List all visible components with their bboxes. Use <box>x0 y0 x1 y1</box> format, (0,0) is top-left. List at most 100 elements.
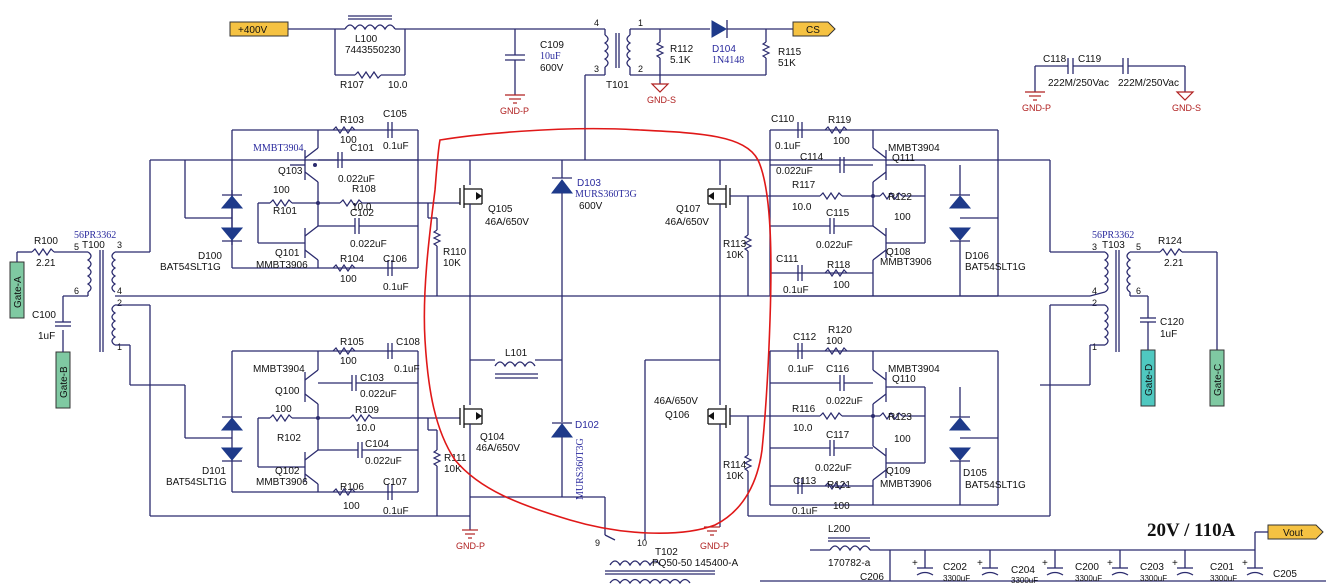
r107-value: 10.0 <box>388 80 408 91</box>
c206-plus: + <box>912 558 918 569</box>
right-gate-drive: C110 0.1uF R119 100 MMBT3904 Q111 C114 0… <box>720 114 1225 517</box>
r118-resistor <box>824 268 848 278</box>
c204-ref: C204 <box>1011 565 1035 576</box>
c103-ref: C103 <box>360 373 384 384</box>
q106-ref: Q106 <box>665 410 690 421</box>
c109-voltage: 600V <box>540 63 564 74</box>
c102-ref: C102 <box>350 208 374 219</box>
vin-port-label: +400V <box>238 25 268 36</box>
c203-plus: + <box>1107 558 1113 569</box>
t102-primary <box>609 560 661 567</box>
r116-ref: R116 <box>792 404 816 415</box>
t101-secondary <box>626 34 632 68</box>
l200-ref: L200 <box>828 524 851 535</box>
cs-port <box>792 21 836 37</box>
r117-ref: R117 <box>792 180 816 191</box>
r118-value: 100 <box>833 280 850 291</box>
r108-value: 10.0 <box>352 202 372 213</box>
r102-resistor <box>269 413 293 423</box>
d106-diode-a <box>948 195 972 209</box>
d100-diode-b <box>220 227 244 241</box>
t100-value: 56PR3362 <box>74 230 116 241</box>
r110-ref: R110 <box>443 247 467 258</box>
c119-ref: C119 <box>1078 54 1102 65</box>
q105-ref: Q105 <box>488 204 513 215</box>
c115-ref: C115 <box>826 208 850 219</box>
c105-ref: C105 <box>383 109 407 120</box>
l100-inductor <box>344 24 396 31</box>
r112-resistor <box>655 41 665 59</box>
r110-value: 10K <box>443 258 461 269</box>
t101-pin2: 2 <box>638 64 643 74</box>
l101-ref: L101 <box>505 348 528 359</box>
q111-ref: Q111 <box>892 153 915 164</box>
c202-ref: C202 <box>943 562 967 573</box>
d106-value: BAT54SLT1G <box>965 262 1026 273</box>
r124-ref: R124 <box>1158 236 1182 247</box>
c107-value: 0.1uF <box>383 506 409 517</box>
gate-c-port-label: Gate-C <box>1213 364 1224 396</box>
r108-ref: R108 <box>352 184 376 195</box>
r103-ref: R103 <box>340 115 364 126</box>
t100-sec-top <box>111 251 117 293</box>
vout-port <box>1267 524 1324 540</box>
gate-d-port <box>1140 349 1156 407</box>
r107-ref: R107 <box>340 80 364 91</box>
l200-value: 170782-a <box>828 558 871 569</box>
q108-value: MMBT3906 <box>880 257 932 268</box>
t101-pin3: 3 <box>594 64 599 74</box>
c115-value: 0.022uF <box>816 240 853 251</box>
gate-b-port-label: Gate-B <box>59 366 70 398</box>
r101-value: 100 <box>273 185 290 196</box>
r115-value: 51K <box>778 58 796 69</box>
r100-resistor <box>31 247 55 257</box>
q105-value: 46A/650V <box>485 217 529 228</box>
r113-ref: R113 <box>723 239 747 250</box>
c206-ref: C206 <box>860 572 884 583</box>
d103-diode <box>550 179 574 194</box>
r120-value: 100 <box>826 336 843 347</box>
r121-resistor <box>824 481 848 491</box>
c204-plus: + <box>977 558 983 569</box>
c117-ref: C117 <box>826 430 850 441</box>
c204-value: 3300uF <box>1011 576 1038 584</box>
r122-resistor <box>879 191 903 201</box>
r115-resistor <box>761 41 771 59</box>
t100-pin1: 1 <box>117 342 122 352</box>
c102-value: 0.022uF <box>350 239 387 250</box>
d106-ref: D106 <box>965 251 989 262</box>
c113-value: 0.1uF <box>792 506 818 517</box>
r123-value: 100 <box>894 434 911 445</box>
d100-diode-a <box>220 195 244 209</box>
r123-ref: R123 <box>888 412 912 423</box>
q100-ref: Q100 <box>275 386 300 397</box>
d101-diode-b <box>220 447 244 461</box>
r111-resistor <box>432 449 442 467</box>
r124-value: 2.21 <box>1164 258 1184 269</box>
l100-value: 7443550230 <box>345 45 401 56</box>
t103-pin6: 6 <box>1136 286 1141 296</box>
q111-value: MMBT3904 <box>888 143 940 154</box>
d105-ref: D105 <box>963 468 987 479</box>
c201-value: 3300uF <box>1210 574 1237 583</box>
d101-diode-a <box>220 417 244 431</box>
c110-value: 0.1uF <box>775 141 801 152</box>
t103-primary <box>1126 251 1132 293</box>
t102-pin10: 10 <box>637 538 647 548</box>
r119-value: 100 <box>833 136 850 147</box>
c101-value: 0.022uF <box>338 174 375 185</box>
t100-pin2: 2 <box>117 298 122 308</box>
c100-ref: C100 <box>32 310 56 321</box>
d104-diode <box>711 20 728 38</box>
c106-ref: C106 <box>383 254 407 265</box>
r106-resistor <box>332 487 356 497</box>
t103-pin4: 4 <box>1092 286 1097 296</box>
r104-value: 100 <box>340 274 357 285</box>
gnd-p-q104: GND-P <box>456 541 485 551</box>
c107-ref: C107 <box>383 477 407 488</box>
r120-resistor <box>824 346 848 356</box>
t101-primary <box>603 34 609 68</box>
r116-value: 10.0 <box>793 423 813 434</box>
r106-value: 100 <box>343 501 360 512</box>
